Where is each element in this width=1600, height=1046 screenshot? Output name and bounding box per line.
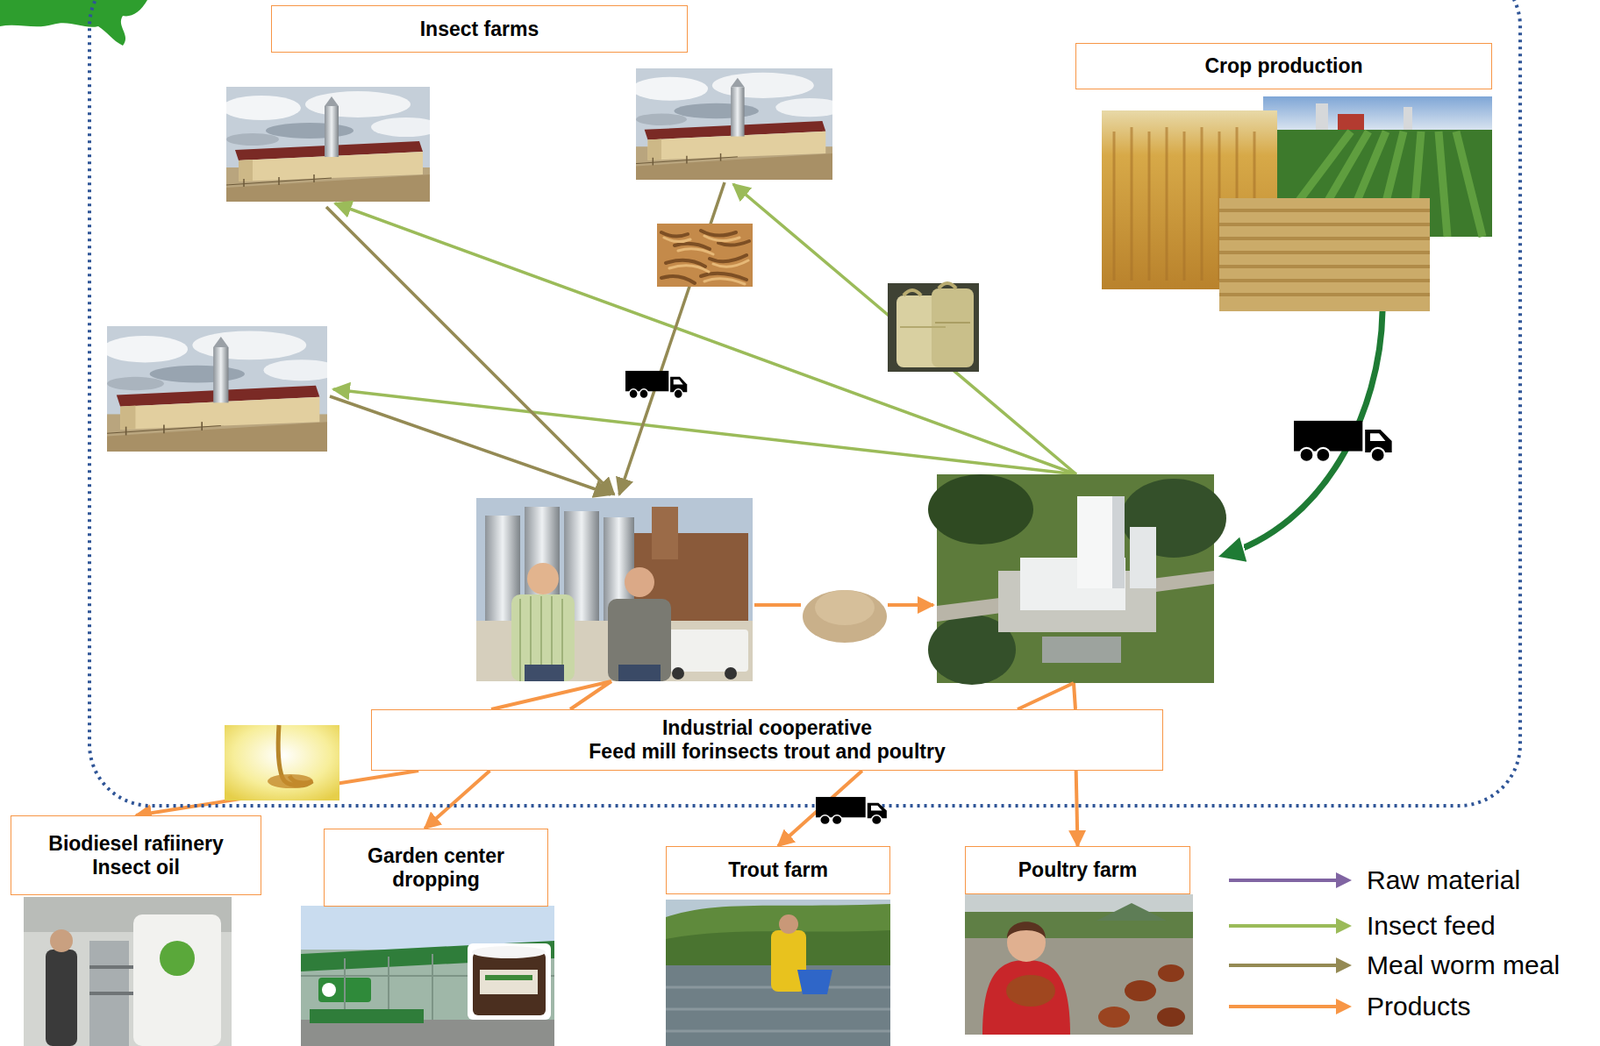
box-label: Industrial cooperative bbox=[662, 716, 872, 741]
legend-text: Raw material bbox=[1366, 864, 1521, 898]
box-label: Insect oil bbox=[92, 856, 180, 880]
legend-head bbox=[1335, 999, 1352, 1015]
box-label: Poultry farm bbox=[1018, 858, 1137, 883]
flow-arrow bbox=[1076, 771, 1079, 847]
legend-text: Insect feed bbox=[1366, 909, 1496, 943]
legend-text: Products bbox=[1366, 990, 1471, 1024]
label-box: Industrial cooperativeFeed mill forinsec… bbox=[371, 709, 1164, 772]
legend-arrow bbox=[1228, 999, 1352, 1015]
legend-text: Meal worm meal bbox=[1366, 949, 1560, 983]
legend-line bbox=[1228, 924, 1340, 929]
box-label: Garden center dropping bbox=[335, 844, 537, 893]
legend-line bbox=[1228, 878, 1340, 883]
legend-arrow bbox=[1228, 957, 1352, 974]
box-label: Feed mill forinsects trout and poultry bbox=[588, 740, 945, 765]
legend-line bbox=[1228, 964, 1340, 968]
legend-head bbox=[1335, 872, 1352, 889]
box-label: Biodiesel rafiinery bbox=[48, 832, 223, 857]
legend-arrow bbox=[1228, 918, 1352, 935]
label-box: Garden center dropping bbox=[323, 828, 549, 908]
box-label: Trout farm bbox=[728, 858, 829, 883]
flow-arrow bbox=[424, 771, 490, 829]
label-box: Poultry farm bbox=[964, 846, 1191, 895]
label-box: Biodiesel rafiineryInsect oil bbox=[10, 815, 262, 896]
box-label: Insect farms bbox=[420, 17, 540, 42]
label-box: Trout farm bbox=[665, 846, 891, 895]
legend-arrow bbox=[1228, 872, 1352, 889]
legend-head bbox=[1335, 918, 1352, 935]
legend-head bbox=[1335, 957, 1352, 974]
label-box: Crop production bbox=[1075, 42, 1493, 90]
label-box: Insect farms bbox=[271, 5, 688, 53]
box-label: Crop production bbox=[1204, 54, 1363, 79]
legend-line bbox=[1228, 1005, 1340, 1009]
